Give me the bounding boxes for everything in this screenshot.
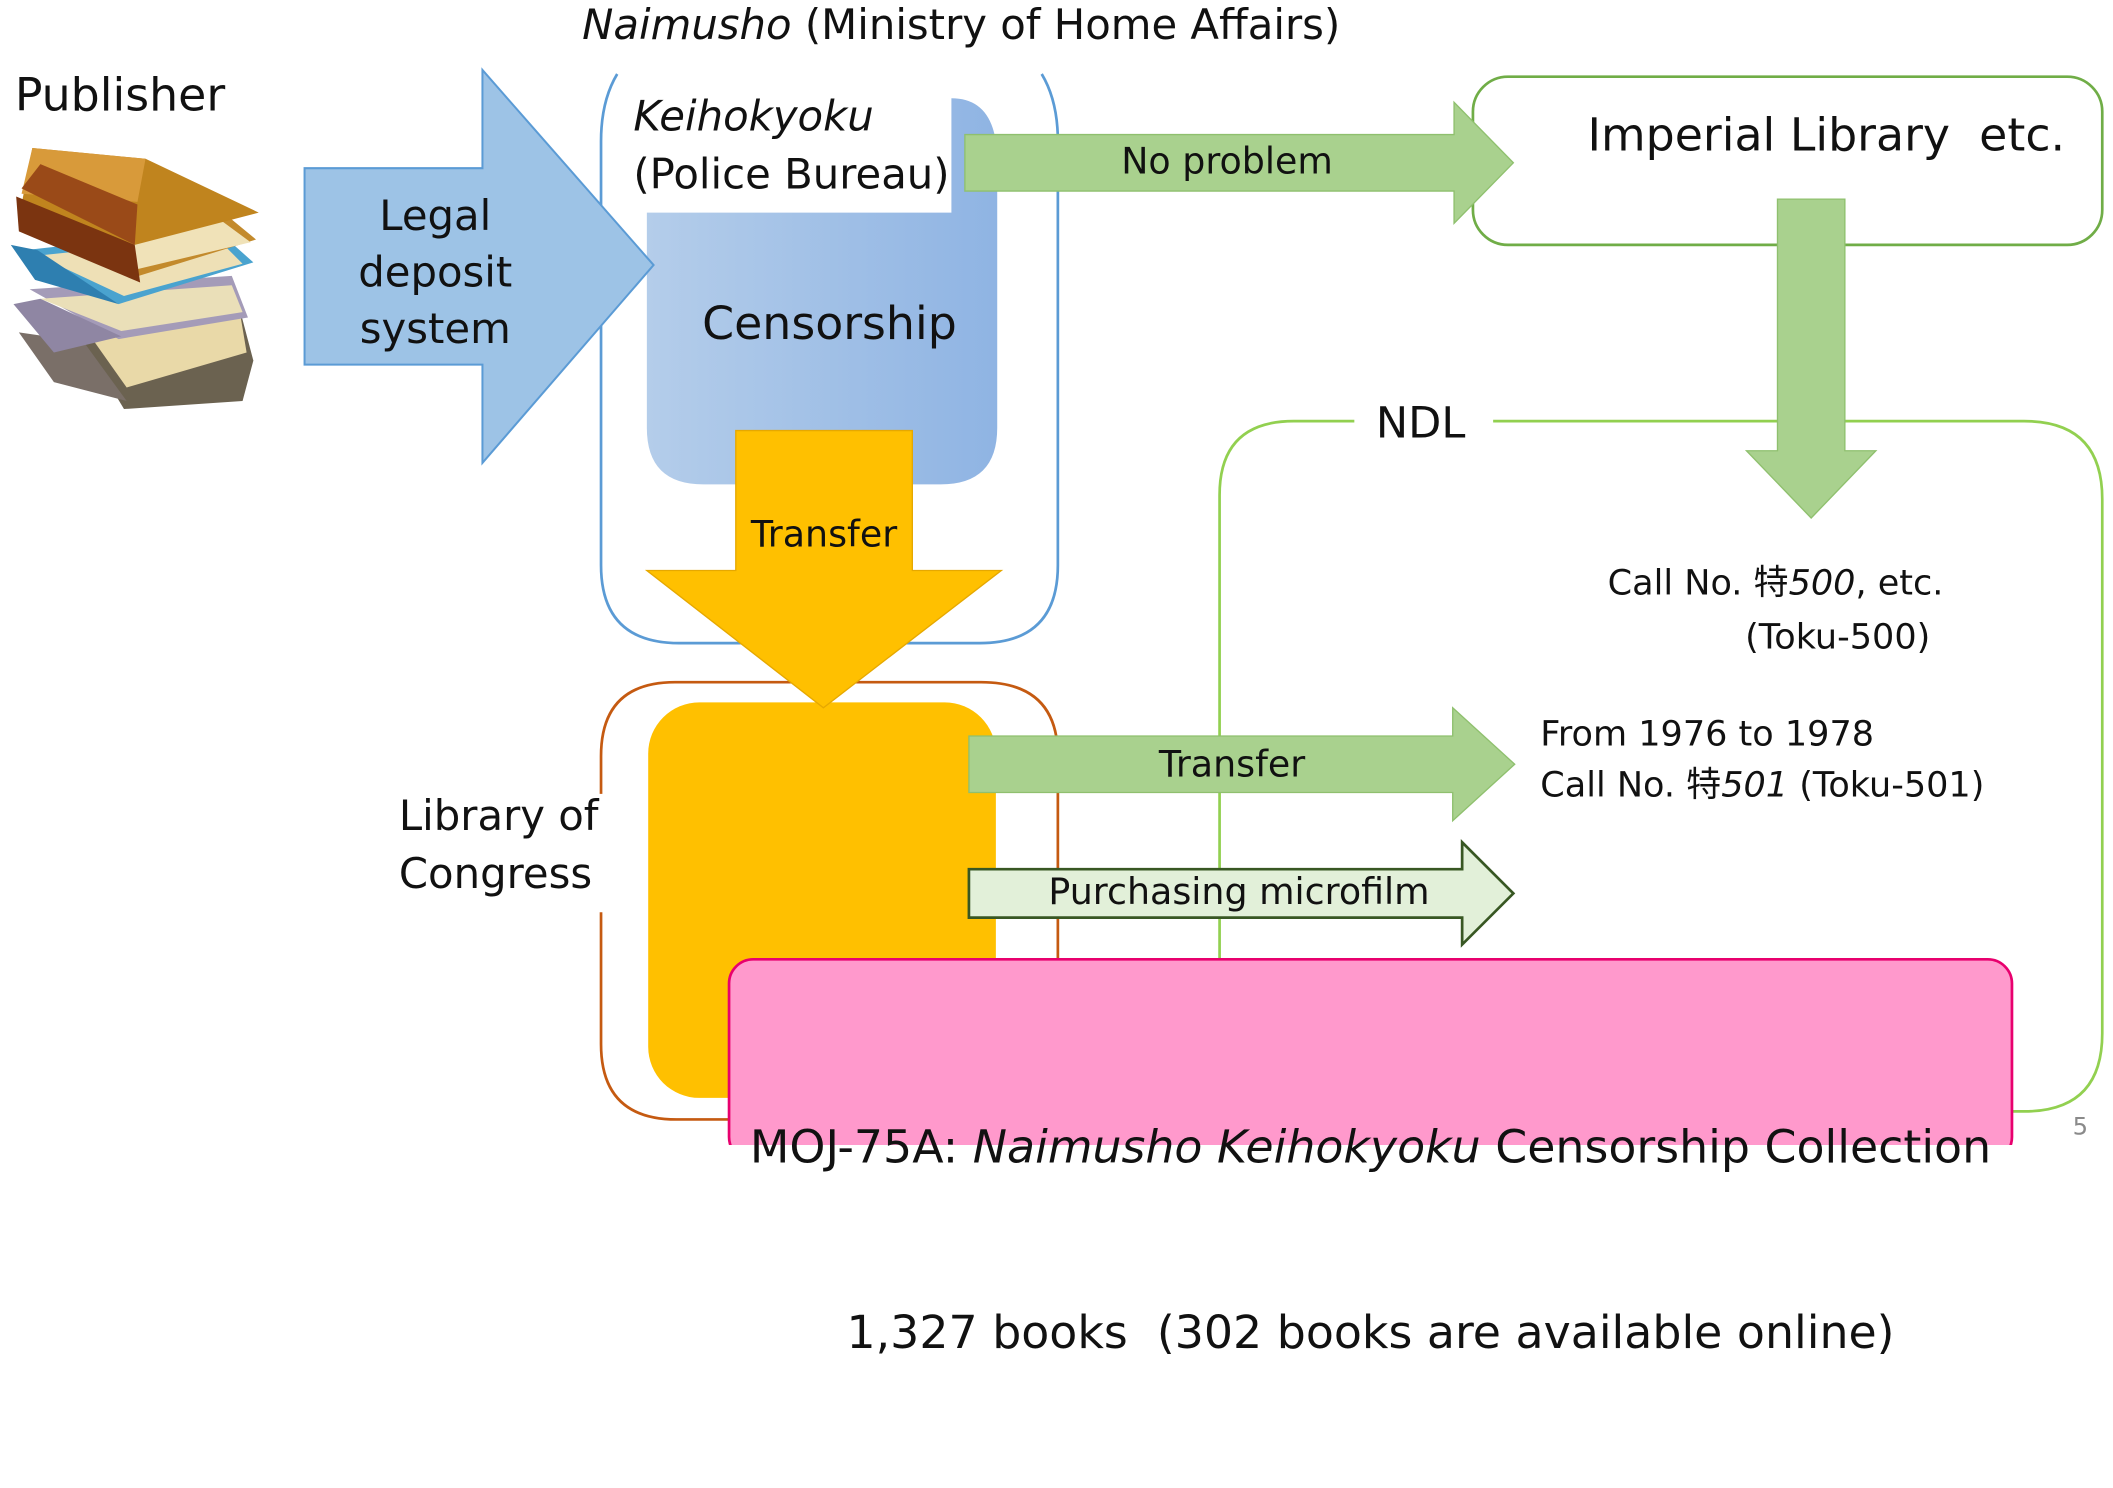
transfer-down-arrow (644, 429, 1004, 709)
call-no-500: Call No. 特500, etc. (1607, 563, 1944, 605)
moj-prefix: MOJ-75A: (749, 1120, 973, 1175)
transfer-right-label: Transfer (1158, 744, 1306, 786)
call-no-500-number: 500 (1788, 563, 1856, 605)
call-no-501-prefix: Call No. 特 (1540, 765, 1722, 806)
publisher-label: Publisher (14, 68, 226, 123)
no-problem-label: No problem (1121, 141, 1333, 183)
legal-deposit-line-1: Legal (379, 192, 492, 241)
ndl-box (1218, 419, 2104, 1113)
naimusho-name: Naimusho (582, 1, 792, 50)
call-no-501-number: 501 (1721, 765, 1789, 806)
moj-collection-name: Naimusho Keihokyoku (972, 1120, 1481, 1175)
call-no-500-suffix: , etc. (1855, 563, 1944, 605)
diagram: Naimusho (Ministry of Home Affairs) Publ… (10, 1, 2104, 1360)
diagram-shapes (10, 67, 2104, 1146)
from-years-label: From 1976 to 1978 (1540, 714, 1875, 755)
purchasing-label: Purchasing microfilm (1048, 871, 1430, 914)
legal-deposit-label: Legal deposit system (334, 188, 536, 358)
page-number: 5 (2072, 1114, 2089, 1141)
legal-deposit-arrow (303, 67, 655, 466)
call-no-501: Call No. 特501 (Toku-501) (1540, 765, 1985, 807)
call-no-501-suffix: (Toku-501) (1788, 765, 1985, 806)
loc-line-1: Library of (398, 792, 599, 841)
transfer-right-arrow (968, 706, 1516, 823)
transfer-down-label: Transfer (750, 513, 898, 556)
loc-label: Library of Congress (399, 788, 599, 904)
call-no-500-prefix: Call No. 特 (1607, 563, 1789, 605)
no-problem-arrow (964, 100, 1515, 226)
ndl-label: NDL (1375, 396, 1466, 449)
naimusho-subtitle: (Ministry of Home Affairs) (791, 1, 1341, 50)
moj-line-2: 1,327 books (302 books are available onl… (846, 1306, 1895, 1361)
legal-deposit-line-3: system (359, 305, 511, 354)
naimusho-title: Naimusho (Ministry of Home Affairs) (582, 1, 1341, 51)
purchasing-arrow (967, 839, 1516, 948)
censorship-label: Censorship (702, 297, 957, 352)
moj-collection-rest: Censorship Collection (1480, 1120, 1992, 1175)
censorship-box (646, 98, 998, 485)
loc-line-2: Congress (398, 850, 593, 899)
moj-line-1: MOJ-75A: Naimusho Keihokyoku Censorship … (729, 1117, 2012, 1179)
toku-500-label: (Toku-500) (1745, 617, 1931, 658)
police-bureau-label: (Police Bureau) (633, 150, 950, 200)
legal-deposit-line-2: deposit (358, 248, 513, 298)
imperial-down-arrow (1744, 198, 1878, 519)
keihokyoku-label: Keihokyoku (633, 92, 874, 142)
books-stack-icon (10, 148, 259, 410)
moj-box (727, 958, 2014, 1146)
moj-label: MOJ-75A: Naimusho Keihokyoku Censorship … (729, 993, 2012, 1488)
imperial-library-label: Imperial Library etc. (1587, 108, 2066, 163)
